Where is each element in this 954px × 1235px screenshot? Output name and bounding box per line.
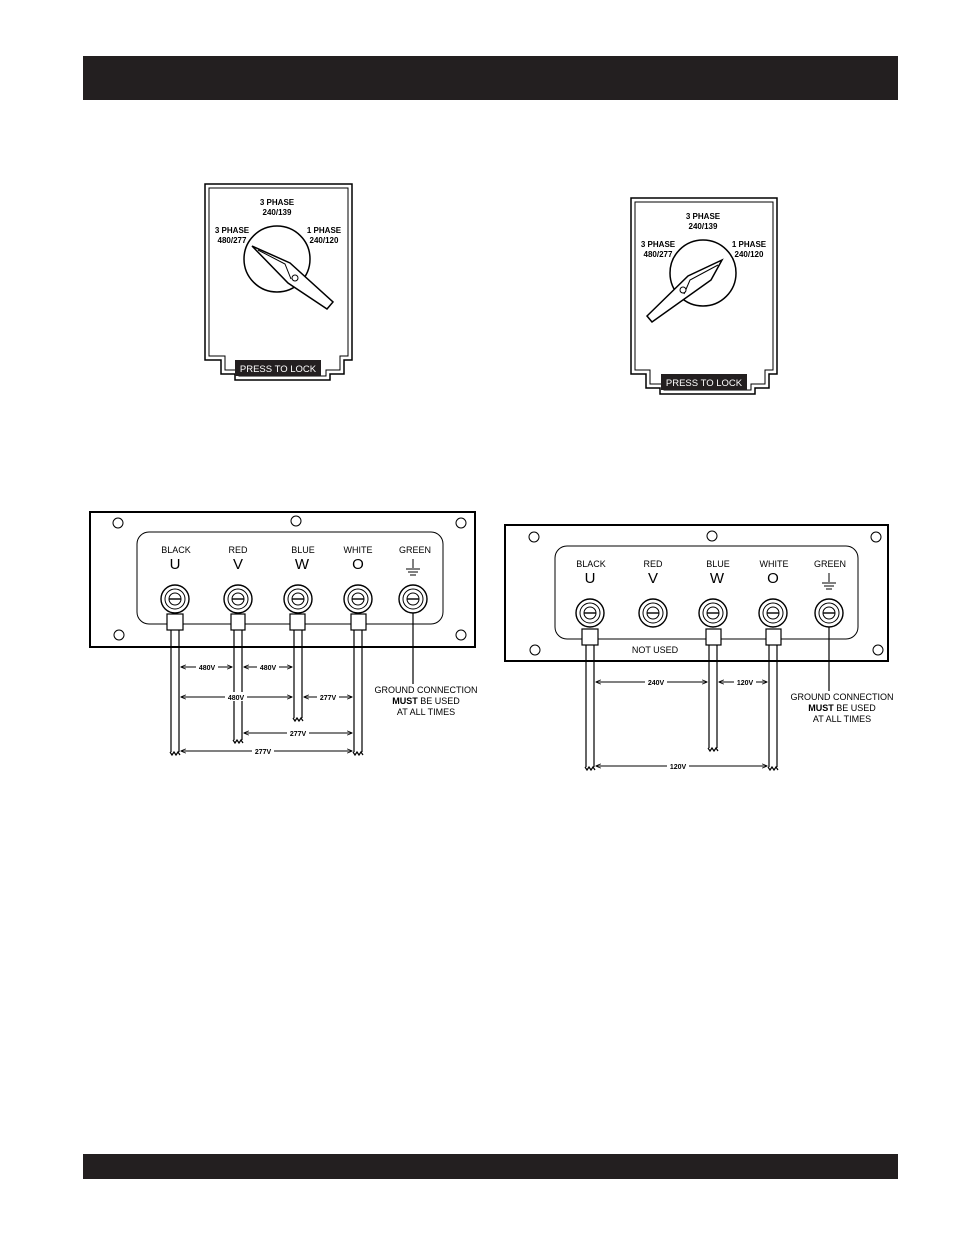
header-bar	[83, 56, 898, 100]
terminal-panel-left: BLACK U RED V BLUE W WHITE O GREEN	[89, 511, 476, 648]
mounting-hole	[528, 531, 540, 543]
left-position-value: 480/277	[218, 236, 247, 245]
terminal-color-label: BLUE	[706, 559, 730, 569]
voltage-u-v: 480V	[199, 665, 216, 672]
terminal-post-u[interactable]	[160, 584, 190, 614]
wire-o-right	[767, 645, 779, 772]
terminal-post-ground[interactable]	[398, 584, 428, 614]
terminal-letter-label: V	[648, 570, 658, 587]
terminal-post-ground[interactable]	[814, 598, 844, 628]
voltage-u-o: 120V	[670, 764, 687, 771]
svg-text:MUST BE USED: MUST BE USED	[808, 703, 876, 713]
mounting-hole	[529, 644, 541, 656]
svg-text:MUST BE USED: MUST BE USED	[392, 696, 460, 706]
press-to-lock-label: PRESS TO LOCK	[666, 378, 743, 389]
terminal-post-u[interactable]	[575, 598, 605, 628]
voltage-w-o: 277V	[320, 695, 337, 702]
left-position-label: 3 PHASE	[215, 226, 250, 235]
ground-note-left: GROUND CONNECTION MUST BE USED AT ALL TI…	[375, 685, 478, 717]
terminal-color-label: BLACK	[161, 545, 191, 555]
voltage-v-o: 277V	[290, 731, 307, 738]
terminal-color-label: RED	[643, 559, 663, 569]
terminal-post-w[interactable]	[698, 598, 728, 628]
wire-w-right	[707, 645, 719, 753]
terminal-color-label: BLUE	[291, 545, 315, 555]
press-to-lock-button[interactable]	[235, 360, 321, 376]
svg-text:GROUND CONNECTION: GROUND CONNECTION	[791, 692, 894, 702]
wire-o-left	[352, 630, 364, 757]
voltage-dimension-lines-left	[181, 667, 352, 751]
voltage-labels-right: 240V 120V 120V	[645, 677, 756, 771]
handle-screw-icon	[679, 286, 687, 294]
voltage-selector-switch-left: PRESS TO LOCK 3 PHASE 240/139 3 PHASE 48…	[204, 183, 353, 381]
voltage-labels-left: 480V 480V 480V 277V 277V 277V	[196, 662, 339, 756]
terminal-letter-label: O	[767, 570, 779, 587]
handle-screw-icon	[291, 274, 299, 282]
wire-u-right	[584, 645, 596, 772]
top-position-label: 3 PHASE	[686, 212, 721, 221]
terminal-color-label: RED	[228, 545, 248, 555]
top-position-value: 240/139	[263, 208, 292, 217]
mounting-hole	[872, 644, 884, 656]
right-position-label: 1 PHASE	[732, 240, 767, 249]
voltage-selector-switch-right: PRESS TO LOCK 3 PHASE 240/139 3 PHASE 48…	[630, 197, 778, 395]
top-position-label: 3 PHASE	[260, 198, 295, 207]
terminal-post-o[interactable]	[758, 598, 788, 628]
voltage-u-w: 480V	[228, 695, 245, 702]
right-position-value: 240/120	[735, 250, 764, 259]
ground-symbol-icon	[822, 573, 836, 590]
terminal-color-label: BLACK	[576, 559, 606, 569]
terminal-panel-right: BLACK U RED V BLUE W WHITE O GREEN NOT U…	[504, 524, 889, 662]
ground-note-right: GROUND CONNECTION MUST BE USED AT ALL TI…	[791, 692, 894, 724]
press-to-lock-label: PRESS TO LOCK	[240, 364, 317, 375]
voltage-u-o: 277V	[255, 749, 272, 756]
mounting-hole	[706, 530, 718, 542]
right-position-value: 240/120	[310, 236, 339, 245]
voltage-v-w: 480V	[260, 665, 277, 672]
wire-u-left	[169, 630, 181, 757]
not-used-label: NOT USED	[632, 645, 679, 655]
mounting-hole	[113, 629, 125, 641]
terminal-letter-label: W	[295, 556, 310, 573]
terminal-color-label: WHITE	[760, 559, 789, 569]
left-position-label: 3 PHASE	[641, 240, 676, 249]
press-to-lock-button[interactable]	[661, 374, 747, 390]
terminal-letter-label: U	[170, 556, 181, 573]
mounting-hole	[455, 629, 467, 641]
terminal-post-v[interactable]	[223, 584, 253, 614]
right-position-label: 1 PHASE	[307, 226, 342, 235]
wire-w-left	[292, 630, 304, 723]
terminal-letter-label: V	[233, 556, 243, 573]
top-position-value: 240/139	[689, 222, 718, 231]
voltage-u-w: 240V	[648, 680, 665, 687]
terminal-letter-label: O	[352, 556, 364, 573]
terminal-letter-label: U	[585, 570, 596, 587]
wire-v-left	[232, 630, 244, 745]
terminal-post-w[interactable]	[283, 584, 313, 614]
mounting-hole	[290, 515, 302, 527]
terminal-color-label: GREEN	[814, 559, 846, 569]
voltage-dimension-lines-right	[596, 682, 767, 766]
terminal-color-label: GREEN	[399, 545, 431, 555]
mounting-hole	[870, 531, 882, 543]
terminal-post-o[interactable]	[343, 584, 373, 614]
left-position-value: 480/277	[644, 250, 673, 259]
svg-text:AT ALL TIMES: AT ALL TIMES	[813, 714, 871, 724]
svg-text:AT ALL TIMES: AT ALL TIMES	[397, 707, 455, 717]
svg-text:GROUND CONNECTION: GROUND CONNECTION	[375, 685, 478, 695]
terminal-letter-label: W	[710, 570, 725, 587]
footer-bar	[83, 1154, 898, 1179]
voltage-w-o: 120V	[737, 680, 754, 687]
terminal-color-label: WHITE	[344, 545, 373, 555]
mounting-hole	[455, 517, 467, 529]
mounting-hole	[112, 517, 124, 529]
ground-symbol-icon	[406, 559, 420, 576]
terminal-post-v[interactable]	[638, 598, 668, 628]
